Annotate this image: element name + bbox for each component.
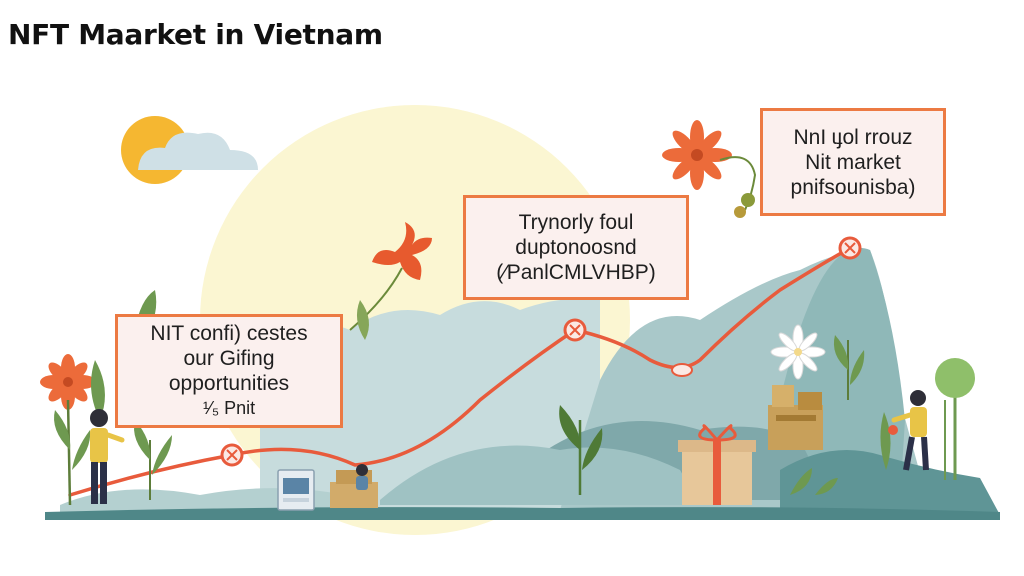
computer-icon bbox=[277, 469, 315, 511]
person-icon bbox=[888, 390, 929, 471]
flower-icon bbox=[662, 120, 757, 218]
callout-line: duptonoosnd bbox=[515, 236, 637, 259]
person-icon bbox=[356, 464, 368, 490]
flower-icon bbox=[349, 222, 432, 340]
callout-line: NnI ɩɟol rrouz bbox=[793, 125, 913, 149]
callout-line: (⁄PanlCMLVHBP) bbox=[496, 261, 656, 284]
plant-right bbox=[559, 335, 891, 495]
callout-line: opportunities bbox=[168, 372, 290, 395]
milestone-marker-icon bbox=[220, 443, 244, 467]
gift-icon bbox=[678, 424, 756, 505]
callout-line: NIT confi) cestes bbox=[150, 322, 308, 345]
milestone-marker-icon bbox=[838, 236, 862, 260]
flower-icon bbox=[40, 354, 96, 506]
chest-icon bbox=[330, 470, 378, 508]
person-icon bbox=[90, 409, 125, 504]
callout-line: Nit market bbox=[805, 150, 901, 174]
tree-right bbox=[935, 358, 975, 480]
milestone-marker-icon bbox=[671, 363, 693, 377]
hill-front-right bbox=[780, 450, 1000, 515]
flower-icon bbox=[770, 324, 826, 380]
callout-box-middle: Trynorly foul duptonoosnd (⁄PanlCMLVHBP) bbox=[463, 195, 689, 300]
trend-line bbox=[68, 246, 852, 497]
callout-box-right: NnI ɩɟol rrouz Nit market pnifsounisba) bbox=[760, 108, 946, 216]
ground-strip bbox=[45, 507, 1000, 520]
callout-line: ¹⁄₅ Pnit bbox=[202, 398, 256, 418]
page-title: NFT Maarket in Vietnam bbox=[8, 18, 383, 51]
chest-icon bbox=[768, 385, 823, 450]
milestone-marker-icon bbox=[563, 318, 587, 342]
callout-line: our Gifing bbox=[183, 347, 275, 370]
hill-front-mid bbox=[380, 445, 700, 505]
callout-box-left: NIT confi) cestes our Gifing opportuniti… bbox=[115, 314, 343, 428]
callout-line: Trynorly foul bbox=[518, 211, 634, 234]
callout-line: pnifsounisba) bbox=[790, 175, 916, 199]
cloud-icon bbox=[138, 132, 258, 170]
